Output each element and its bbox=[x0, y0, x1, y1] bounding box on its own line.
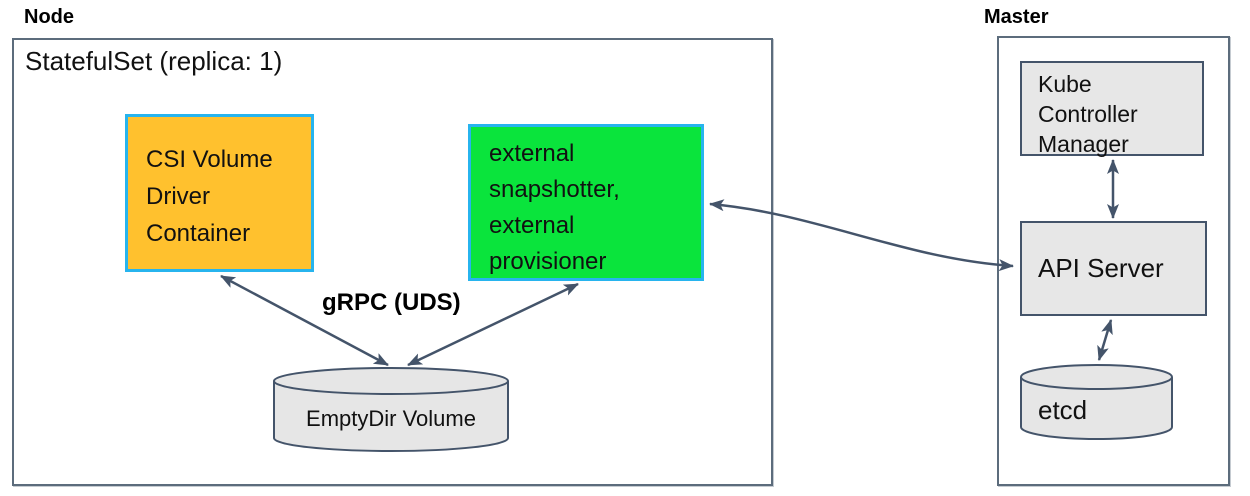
statefulset-title: StatefulSet (replica: 1) bbox=[25, 46, 283, 76]
kube-controller-manager-box: Kube Controller Manager bbox=[1020, 61, 1204, 157]
api-server-box: API Server bbox=[1020, 221, 1207, 316]
cylinder-shape bbox=[1020, 364, 1173, 440]
etcd-cylinder: etcd bbox=[1019, 363, 1174, 441]
etcd-label: etcd bbox=[1038, 395, 1088, 425]
node-section-label: Node bbox=[24, 6, 74, 28]
cylinder-shape bbox=[273, 367, 509, 452]
master-section-label: Master bbox=[984, 6, 1049, 28]
grpc-uds-arrow-label: gRPC (UDS) bbox=[322, 289, 461, 316]
external-snapshotter-provisioner-box: external snapshotter, external provision… bbox=[468, 124, 704, 281]
emptydir-volume-label: EmptyDir Volume bbox=[306, 406, 476, 431]
csi-volume-driver-container-box: CSI Volume Driver Container bbox=[125, 114, 314, 272]
emptydir-volume-cylinder: EmptyDir Volume bbox=[272, 366, 510, 454]
